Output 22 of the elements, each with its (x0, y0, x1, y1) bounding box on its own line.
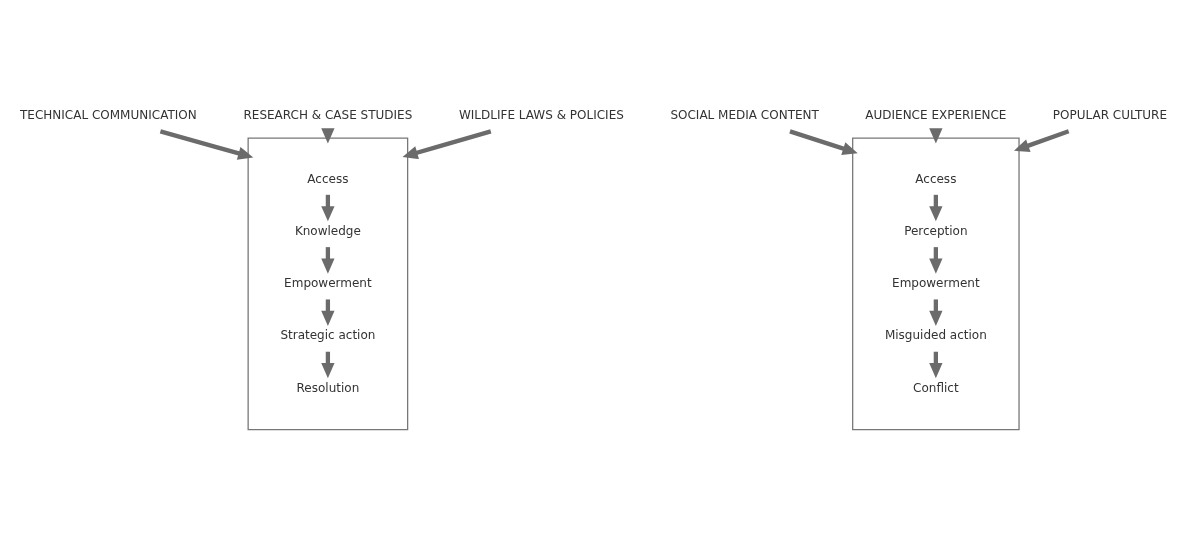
node-text: Misguided action (884, 328, 987, 343)
arrow (159, 129, 254, 160)
node-text: Empowerment (892, 276, 980, 291)
node-text: RESEARCH & CASE STUDIES (243, 108, 413, 123)
node-text: AUDIENCE EXPERIENCE (865, 108, 1007, 123)
node-text: SOCIAL MEDIA CONTENT (670, 108, 819, 123)
cluster (852, 137, 1020, 431)
node-text: Resolution (296, 380, 360, 395)
node-text: Perception (904, 223, 968, 238)
arrow (789, 129, 858, 155)
node-text: Conflict (913, 380, 959, 395)
node-text: Knowledge (294, 223, 361, 238)
node-text: Strategic action (280, 328, 376, 343)
node-text: WILDLIFE LAWS & POLICIES (458, 108, 624, 123)
node-text: TECHNICAL COMMUNICATION (20, 108, 197, 123)
node-text: POPULAR CULTURE (1052, 108, 1168, 123)
node-text: Empowerment (284, 276, 372, 291)
arrow (402, 129, 492, 160)
node-text: Access (915, 171, 957, 186)
arrow (1014, 129, 1070, 152)
node-text: Access (307, 171, 349, 186)
cluster (247, 137, 409, 431)
